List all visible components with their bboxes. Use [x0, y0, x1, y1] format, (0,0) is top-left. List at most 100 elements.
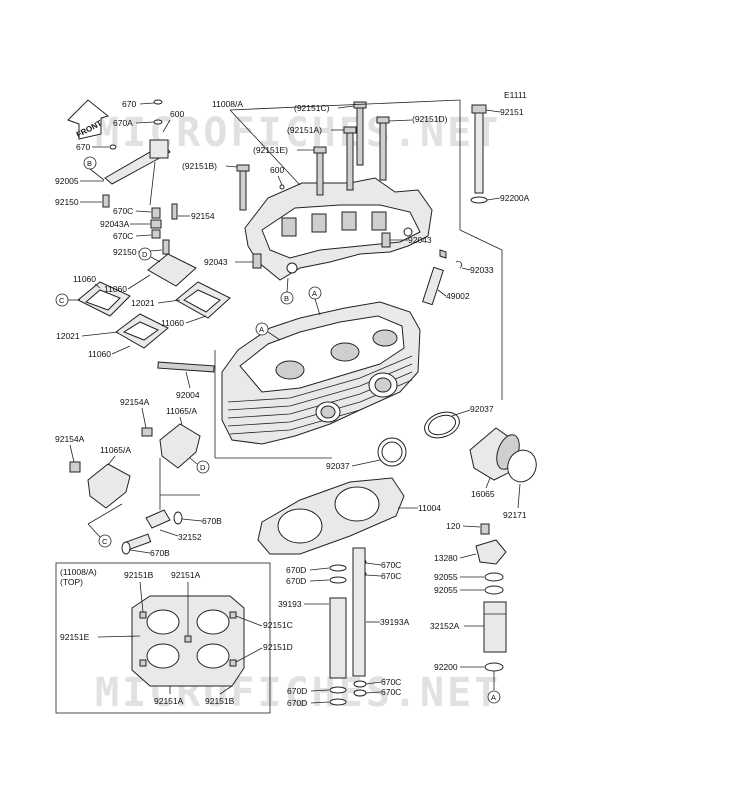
inset-label-92151a-top: 92151A: [171, 570, 201, 580]
label-670b-b: 670B: [150, 548, 170, 558]
label-120: 120: [446, 521, 460, 531]
label-92150-b: 92150: [113, 247, 137, 257]
label-92043-right: 92043: [408, 235, 432, 245]
label-12021-a: 12021: [131, 298, 155, 308]
label-670c-a: 670C: [113, 206, 133, 216]
label-92033: 92033: [470, 265, 494, 275]
label-670c-c: 670C: [381, 560, 401, 570]
label-92171: 92171: [503, 510, 527, 520]
label-92037-b: 92037: [326, 461, 350, 471]
label-600-mid: 600: [270, 165, 284, 175]
cover-bolts: [236, 101, 390, 211]
label-11004: 11004: [418, 503, 441, 513]
intake-joints: [69, 423, 201, 509]
label-670d-b: 670D: [286, 576, 306, 586]
label-32152a: 32152A: [430, 621, 460, 631]
label-92151d-top: (92151D): [412, 114, 448, 124]
label-92151c-top: (92151C): [294, 103, 330, 113]
labels-pipe: 670B 32152 670B: [129, 516, 222, 558]
cylinder-head: [221, 301, 421, 445]
ref-letter-b-left: B: [87, 159, 92, 168]
label-92151-right: 92151: [500, 107, 524, 117]
labels-dowels: 670D 670C 670D 670C 39193 39193A 670C 67…: [278, 560, 410, 708]
label-11008a: 11008/A: [212, 99, 243, 109]
label-600-top: 600: [170, 109, 184, 119]
long-bolt-92151: [470, 104, 488, 204]
label-92005: 92005: [55, 176, 79, 186]
label-12021-b: 12021: [56, 331, 80, 341]
ref-letter-d-top: D: [142, 250, 148, 259]
label-92151e-top: (92151E): [253, 145, 288, 155]
ref-d-top: D: [138, 247, 161, 263]
labels-right-mid: 92033 49002: [437, 265, 494, 301]
label-11065a-a: 11065/A: [166, 406, 197, 416]
bracket-lines-head: [214, 229, 503, 459]
label-670-left: 670: [76, 142, 90, 152]
inset-label-92151b-top: 92151B: [124, 570, 154, 580]
inset-top-view: (11008/A) (TOP) 92151B 92151A 92151E 921…: [55, 562, 293, 714]
oil-pipe-bracket: [102, 99, 178, 255]
label-92043-left: 92043: [204, 257, 228, 267]
ref-letter-a-bottom: A: [491, 693, 496, 702]
label-32152: 32152: [178, 532, 202, 542]
inset-label-92151b-bottom: 92151B: [205, 696, 235, 706]
label-92151b-top: (92151B): [182, 161, 217, 171]
label-39193a: 39193A: [380, 617, 410, 627]
label-11065a-b: 11065/A: [100, 445, 131, 455]
label-92037-a: 92037: [470, 404, 494, 414]
label-670d-a: 670D: [286, 565, 306, 575]
head-cover: [244, 177, 433, 281]
label-92151a-top: (92151A): [287, 125, 322, 135]
ref-letter-b-center: B: [284, 294, 289, 303]
label-92043a: 92043A: [100, 219, 130, 229]
label-11060-a: 11060: [73, 274, 96, 284]
ref-b-center: B: [280, 277, 294, 305]
label-670b-a: 670B: [202, 516, 222, 526]
label-11060-b: 11060: [104, 284, 127, 294]
label-92150-a: 92150: [55, 197, 79, 207]
label-13280: 13280: [434, 553, 458, 563]
inset-label-92151d: 92151D: [263, 642, 293, 652]
ref-a-left: A: [255, 322, 281, 341]
exhaust-clamps: [377, 411, 537, 483]
labels-exhaust: 92037 92037 16065 92171: [326, 404, 527, 520]
label-92200a: 92200A: [500, 193, 530, 203]
ref-a-top: A: [308, 286, 322, 316]
diagram-code: E1111: [504, 90, 527, 100]
ref-letter-c-mid: C: [102, 537, 108, 546]
ref-b-left: B: [83, 156, 105, 181]
right-column-parts: [475, 523, 507, 690]
stud-92004: 92004: [157, 361, 215, 400]
inset-title: (11008/A): [60, 567, 97, 577]
inset-label-92151a-bottom: 92151A: [154, 696, 184, 706]
inset-label-92151c: 92151C: [263, 620, 293, 630]
label-49002: 49002: [446, 291, 470, 301]
labels-reed: 11060 11060 12021 11060 12021 11060: [56, 274, 207, 359]
ref-a-bottom: A: [487, 690, 501, 704]
label-92154a-a: 92154A: [120, 397, 150, 407]
label-92154a-b: 92154A: [55, 434, 85, 444]
label-670c-b: 670C: [113, 231, 133, 241]
ref-letter-c-top: C: [59, 296, 65, 305]
ref-c-mid: C: [87, 503, 123, 548]
label-670-top: 670: [122, 99, 136, 109]
ref-c-top: C: [55, 293, 80, 307]
label-670d-d: 670D: [287, 698, 307, 708]
labels-top-left: 670 670A 600 670 92005 92150 670C 92043A…: [55, 99, 215, 257]
label-670c-d: 670C: [381, 571, 401, 581]
label-92004: 92004: [176, 390, 200, 400]
inset-subtitle: (TOP): [60, 577, 83, 587]
dowels-middle: [329, 547, 367, 706]
label-670d-c: 670D: [287, 686, 307, 696]
sensor-49002: [422, 249, 463, 306]
label-670c-e: 670C: [381, 677, 401, 687]
labels-intake: 92154A 11065/A 92154A 11065/A: [55, 397, 197, 466]
labels-right-column: 120 13280 92055 92055 32152A 92200: [430, 521, 484, 672]
label-11060-c: 11060: [161, 318, 184, 328]
labels-top-center: 11008/A (92151C) 92151 (92151D) (92151A)…: [182, 99, 530, 267]
label-16065: 16065: [471, 489, 495, 499]
label-92055-b: 92055: [434, 585, 458, 595]
label-92200: 92200: [434, 662, 458, 672]
label-92055-a: 92055: [434, 572, 458, 582]
